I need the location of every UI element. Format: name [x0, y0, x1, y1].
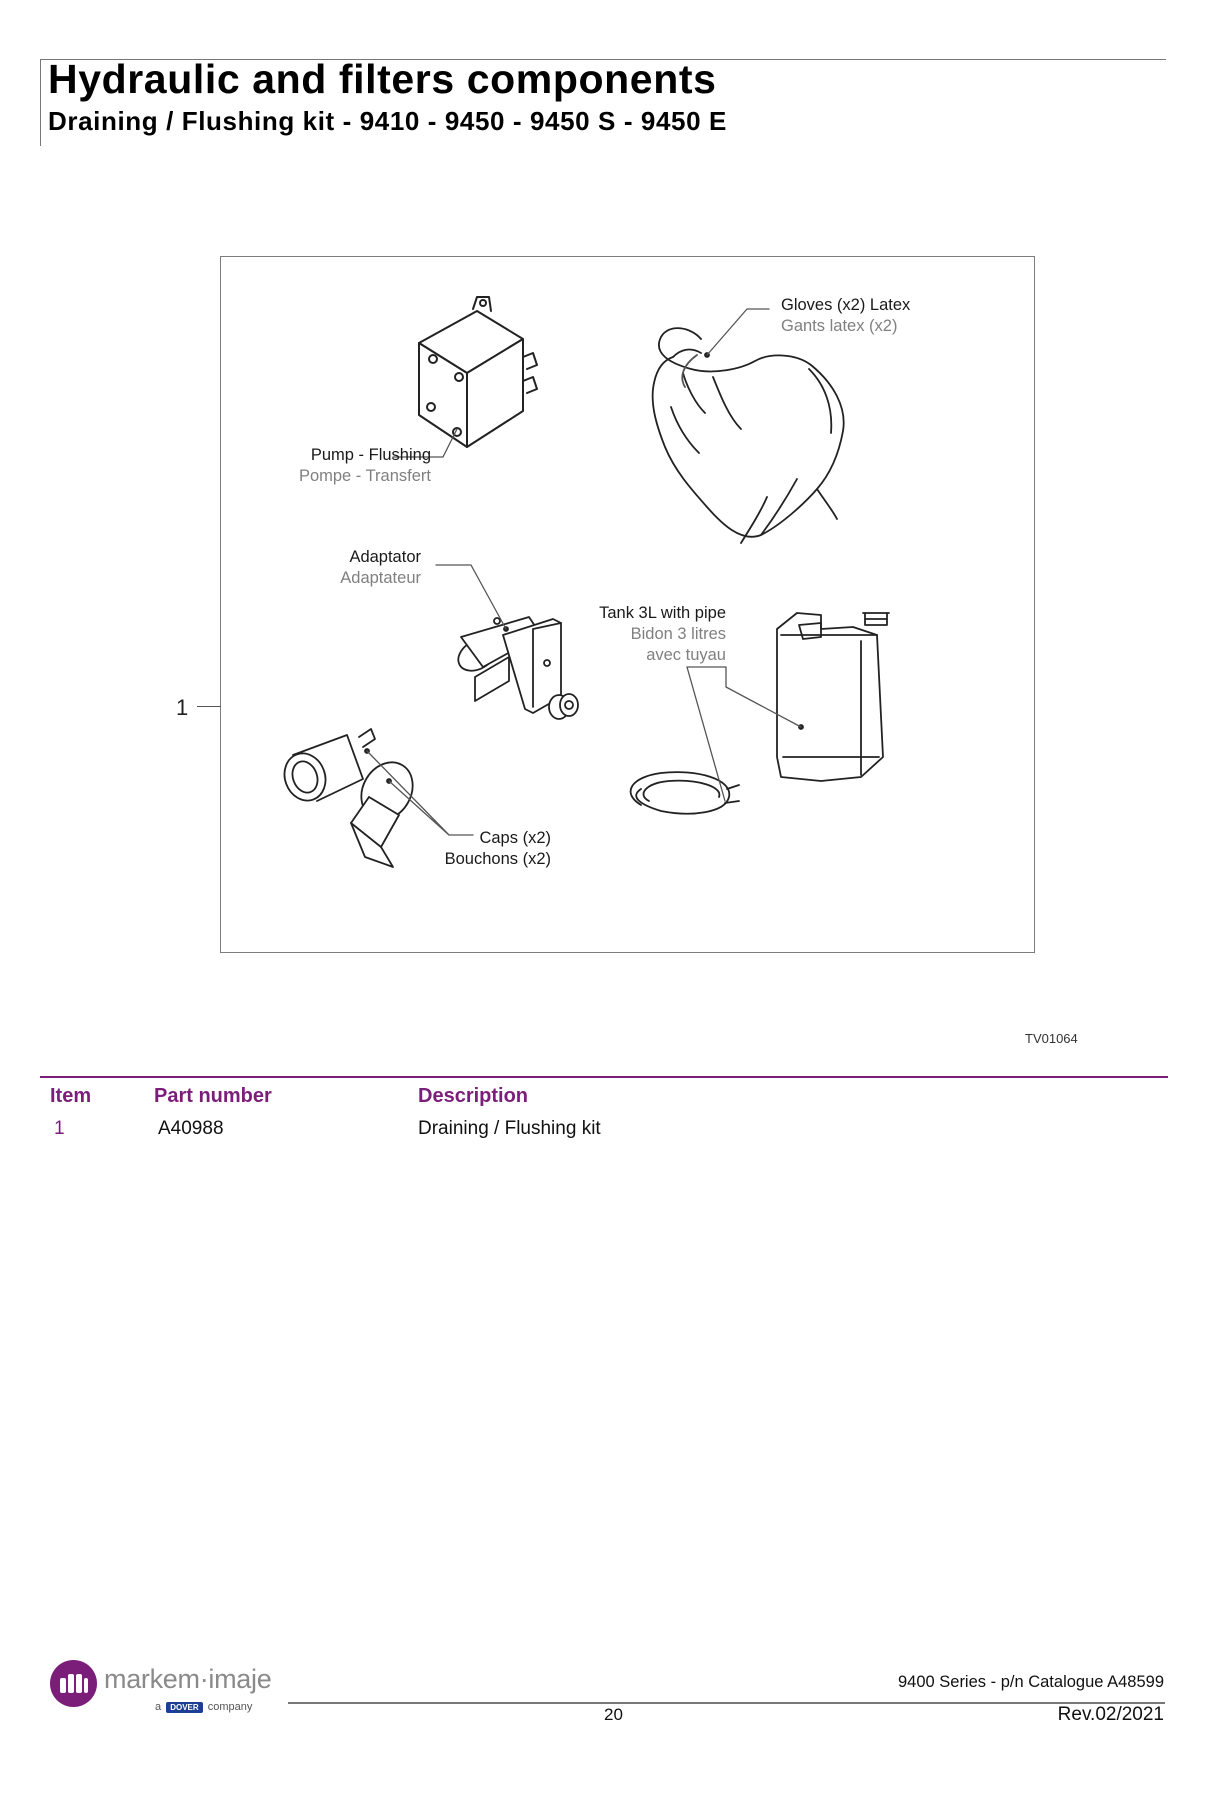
- row-description: Draining / Flushing kit: [418, 1118, 601, 1139]
- kit-illustration: Gloves (x2) Latex Gants latex (x2) Pump …: [220, 256, 1035, 953]
- col-header-description: Description: [418, 1085, 529, 1107]
- logo-tagline: a DOVER company: [155, 1701, 252, 1713]
- adaptator-label-en: Adaptator: [349, 548, 421, 566]
- page-number: 20: [604, 1705, 623, 1724]
- caps-label-en: Caps (x2): [479, 829, 551, 847]
- col-header-part-number: Part number: [154, 1085, 272, 1107]
- pump-label: Pump - Flushing Pompe - Transfert: [291, 445, 431, 487]
- kit-drawing: [283, 296, 890, 868]
- col-header-item: Item: [50, 1085, 92, 1107]
- row-part-number: A40988: [158, 1118, 224, 1139]
- header-rule: [40, 59, 1166, 60]
- pump-drawing: [392, 296, 538, 458]
- tank-label-fr2: avec tuyau: [646, 646, 726, 664]
- tank-drawing: [629, 612, 890, 815]
- header-side-rule: [40, 59, 41, 146]
- pump-label-en: Pump - Flushing: [310, 446, 431, 464]
- logo-wordmark: markem·imaje: [104, 1664, 272, 1694]
- adaptator-label: Adaptator Adaptateur: [291, 547, 421, 589]
- markem-imaje-logo-icon: [50, 1660, 97, 1707]
- logo-tagline-company: company: [207, 1701, 253, 1713]
- logo-tagline-a: a: [155, 1701, 162, 1713]
- caps-label: Caps (x2) Bouchons (x2): [401, 828, 551, 870]
- adaptator-label-fr: Adaptateur: [340, 569, 421, 587]
- item-callout-leader: [197, 706, 221, 708]
- gloves-drawing: [651, 308, 845, 544]
- caps-label-fr: Bouchons (x2): [444, 850, 551, 868]
- tank-label-en: Tank 3L with pipe: [599, 604, 726, 622]
- dover-logo: DOVER: [166, 1701, 203, 1713]
- tank-label-fr1: Bidon 3 litres: [630, 625, 726, 643]
- gloves-label-en: Gloves (x2) Latex: [781, 296, 911, 314]
- page-subtitle: Draining / Flushing kit - 9410 - 9450 - …: [48, 106, 727, 136]
- revision: Rev.02/2021: [1057, 1704, 1164, 1725]
- caps-drawing: [283, 728, 474, 868]
- pump-label-fr: Pompe - Transfert: [298, 467, 431, 485]
- adaptator-drawing: [435, 564, 579, 720]
- row-item: 1: [54, 1118, 65, 1139]
- page-title: Hydraulic and filters components: [48, 56, 717, 102]
- gloves-label: Gloves (x2) Latex Gants latex (x2): [781, 295, 910, 337]
- footer-rule: [288, 1702, 1165, 1704]
- gloves-label-fr: Gants latex (x2): [781, 317, 898, 335]
- item-callout-number: 1: [176, 695, 189, 720]
- figure-reference: TV01064: [1025, 1031, 1078, 1046]
- tank-label: Tank 3L with pipe Bidon 3 litres avec tu…: [551, 603, 726, 666]
- footer-catalogue: 9400 Series - p/n Catalogue A48599: [897, 1673, 1164, 1691]
- table-header-rule: [40, 1076, 1168, 1078]
